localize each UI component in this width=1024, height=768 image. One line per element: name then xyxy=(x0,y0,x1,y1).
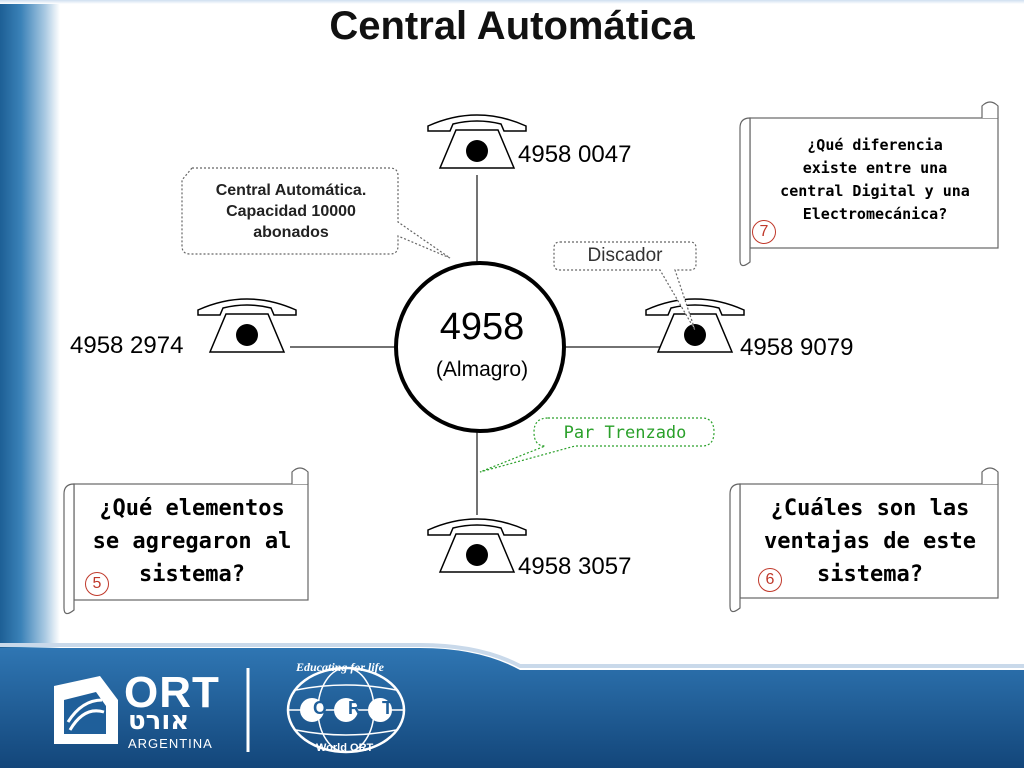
phone-number-right: 4958 9079 xyxy=(740,334,854,361)
scroll-q6-text: ¿Cuáles son las ventajas de este sistema… xyxy=(742,492,998,591)
scroll-q6 xyxy=(729,467,999,613)
scroll-q7-badge: 7 xyxy=(752,220,776,244)
hub-place: (Almagro) xyxy=(435,358,529,381)
callout-par-trenzado-text: Par Trenzado xyxy=(563,423,687,443)
callout-central-bubble xyxy=(181,167,451,259)
callout-central-line-3: abonados xyxy=(253,224,329,241)
phone-icon-left xyxy=(197,298,297,353)
slide-title: Central Automática xyxy=(329,4,695,48)
ort-argentina-logo-icon xyxy=(54,676,118,744)
callout-discador-bubble xyxy=(553,241,697,331)
scroll-q7-line-4: Electromecánica? xyxy=(802,205,948,223)
scroll-q5-text: ¿Qué elementos se agregaron al sistema? xyxy=(76,492,308,591)
scroll-q5-badge: 5 xyxy=(85,572,109,596)
callout-central-text: Central Automática. Capacidad 10000 abon… xyxy=(184,180,398,243)
scroll-q6-line-3: sistema? xyxy=(817,562,923,587)
ort-argentina-country: ARGENTINA xyxy=(128,736,213,751)
phone-number-bottom: 4958 3057 xyxy=(518,553,632,580)
phone-number-left: 4958 2974 xyxy=(70,332,184,359)
ort-argentina-name: ORT xyxy=(124,668,220,717)
callout-par-trenzado-bubble xyxy=(479,417,715,473)
central-hub-circle xyxy=(394,261,566,433)
world-ort-globe-icon xyxy=(286,666,406,754)
world-ort-name: ORT xyxy=(313,698,414,718)
scroll-q6-line-1: ¿Cuáles son las xyxy=(770,496,970,521)
scroll-q5 xyxy=(63,467,309,615)
hub-code: 4958 xyxy=(439,306,525,348)
phone-number-top: 4958 0047 xyxy=(518,141,632,168)
scroll-q7-line-3: central Digital y una xyxy=(780,182,970,200)
callout-central-line-1: Central Automática. xyxy=(215,182,367,199)
scroll-q7 xyxy=(739,101,999,267)
scroll-q6-badge: 6 xyxy=(758,568,782,592)
scroll-q5-line-1: ¿Qué elementos xyxy=(99,496,285,521)
callout-central-line-2: Capacidad 10000 xyxy=(226,203,356,220)
ort-argentina-hebrew: אורט xyxy=(128,706,190,736)
world-ort-caption: World ORT xyxy=(316,742,374,754)
callout-discador-text: Discador xyxy=(587,245,663,266)
scroll-q6-line-2: ventajas de este xyxy=(764,529,976,554)
scroll-q5-line-2: se agregaron al xyxy=(92,529,292,554)
scroll-q5-line-3: sistema? xyxy=(139,562,245,587)
phone-icon-bottom xyxy=(427,518,527,573)
scroll-q7-text: ¿Qué diferencia existe entre una central… xyxy=(752,134,998,226)
phone-icon-top xyxy=(427,114,527,169)
world-ort-tagline: Educating for life xyxy=(296,660,385,674)
scroll-q7-line-1: ¿Qué diferencia xyxy=(807,136,943,154)
scroll-q7-line-2: existe entre una xyxy=(802,159,948,177)
